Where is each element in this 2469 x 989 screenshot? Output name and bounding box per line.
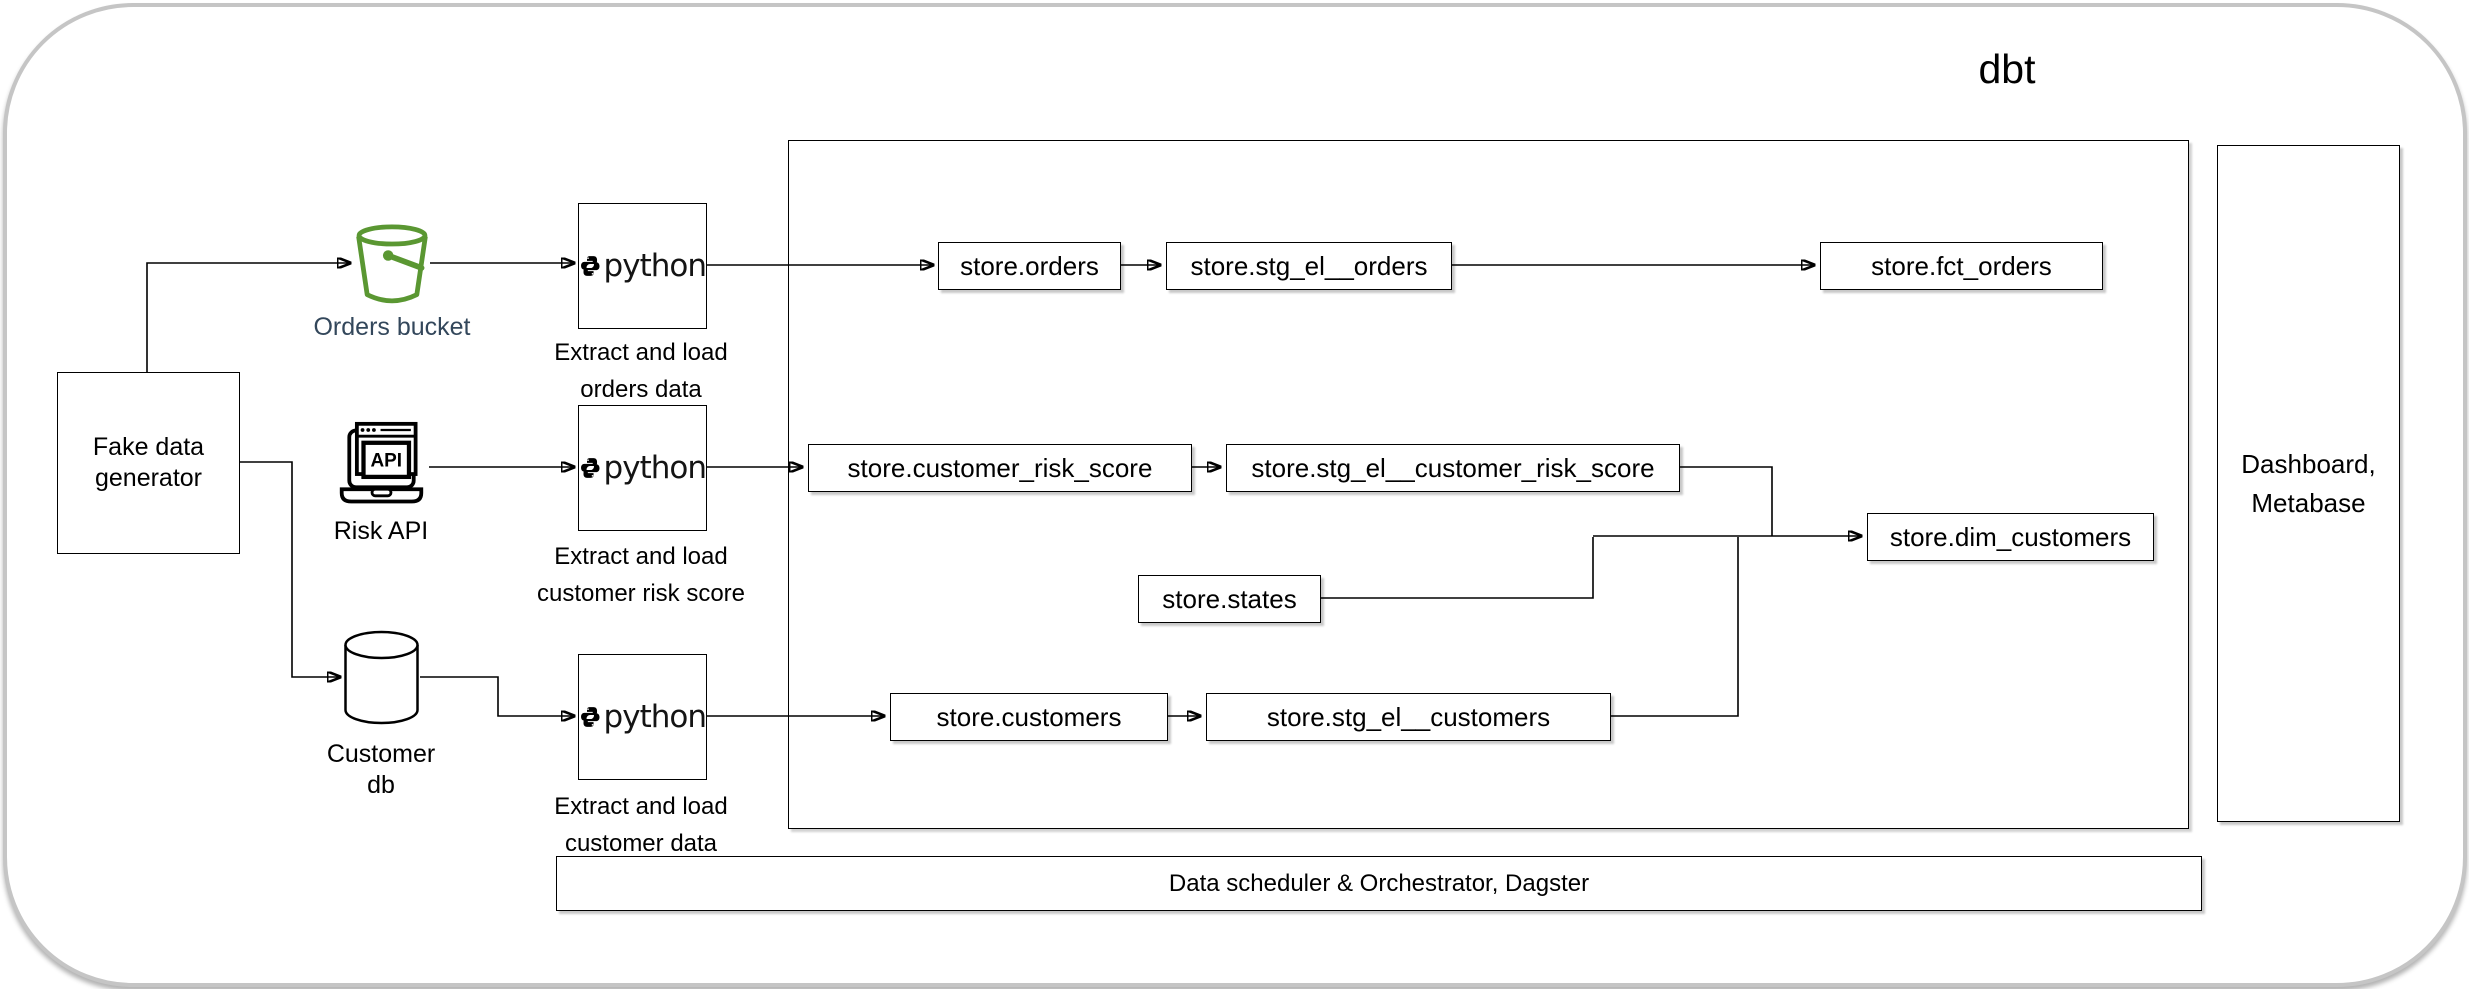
python-wordmark: python: [603, 449, 707, 486]
python-logo-icon: [581, 707, 600, 727]
dbt-title: dbt: [1978, 46, 2036, 92]
customer-db-label: Customer db: [326, 740, 436, 800]
python-box-customers: python: [578, 654, 707, 780]
node-store-orders: store.orders: [938, 242, 1121, 290]
node-store-stg-el-orders: store.stg_el__orders: [1166, 242, 1452, 290]
node-store-fct-orders: store.fct_orders: [1820, 242, 2103, 290]
node-fake-data-generator: Fake data generator: [57, 372, 240, 554]
node-store-stg-el-customer-risk-score: store.stg_el__customer_risk_score: [1226, 444, 1680, 492]
node-store-dim-customers: store.dim_customers: [1867, 513, 2154, 561]
edge-stg-customers-riser: [1610, 537, 1739, 717]
python-logo-icon: [581, 256, 600, 276]
edge-generator-to-customer-db: [238, 461, 340, 677]
python-orders-caption: Extract and load orders data: [554, 339, 728, 404]
python-box-orders: python: [578, 203, 707, 329]
orders-bucket-label: Orders bucket: [313, 313, 471, 341]
python-customers-caption: Extract and load customer data: [554, 793, 728, 858]
edge-states-riser: [1320, 537, 1594, 599]
python-wordmark: python: [603, 698, 707, 735]
orders-bucket-icon: [354, 224, 430, 308]
node-store-customer-risk-score: store.customer_risk_score: [808, 444, 1192, 492]
risk-api-icon-text: API: [370, 450, 402, 471]
edge-stg-crs-riser: [1679, 466, 1773, 536]
edge-customerdb-to-python-customers: [420, 676, 574, 716]
python-box-risk: python: [578, 405, 707, 531]
edge-generator-to-bucket: [146, 263, 350, 372]
python-logo-icon: [581, 458, 600, 478]
customer-db-icon: [343, 630, 420, 725]
node-dashboard-metabase: Dashboard, Metabase: [2217, 145, 2400, 822]
python-risk-caption: Extract and load customer risk score: [536, 543, 746, 608]
risk-api-label: Risk API: [333, 517, 429, 545]
node-store-stg-el-customers: store.stg_el__customers: [1206, 693, 1611, 741]
python-wordmark: python: [603, 247, 707, 284]
node-store-customers: store.customers: [890, 693, 1168, 741]
node-store-states: store.states: [1138, 575, 1321, 623]
risk-api-icon: API: [334, 421, 429, 511]
node-scheduler-dagster: Data scheduler & Orchestrator, Dagster: [556, 856, 2202, 911]
